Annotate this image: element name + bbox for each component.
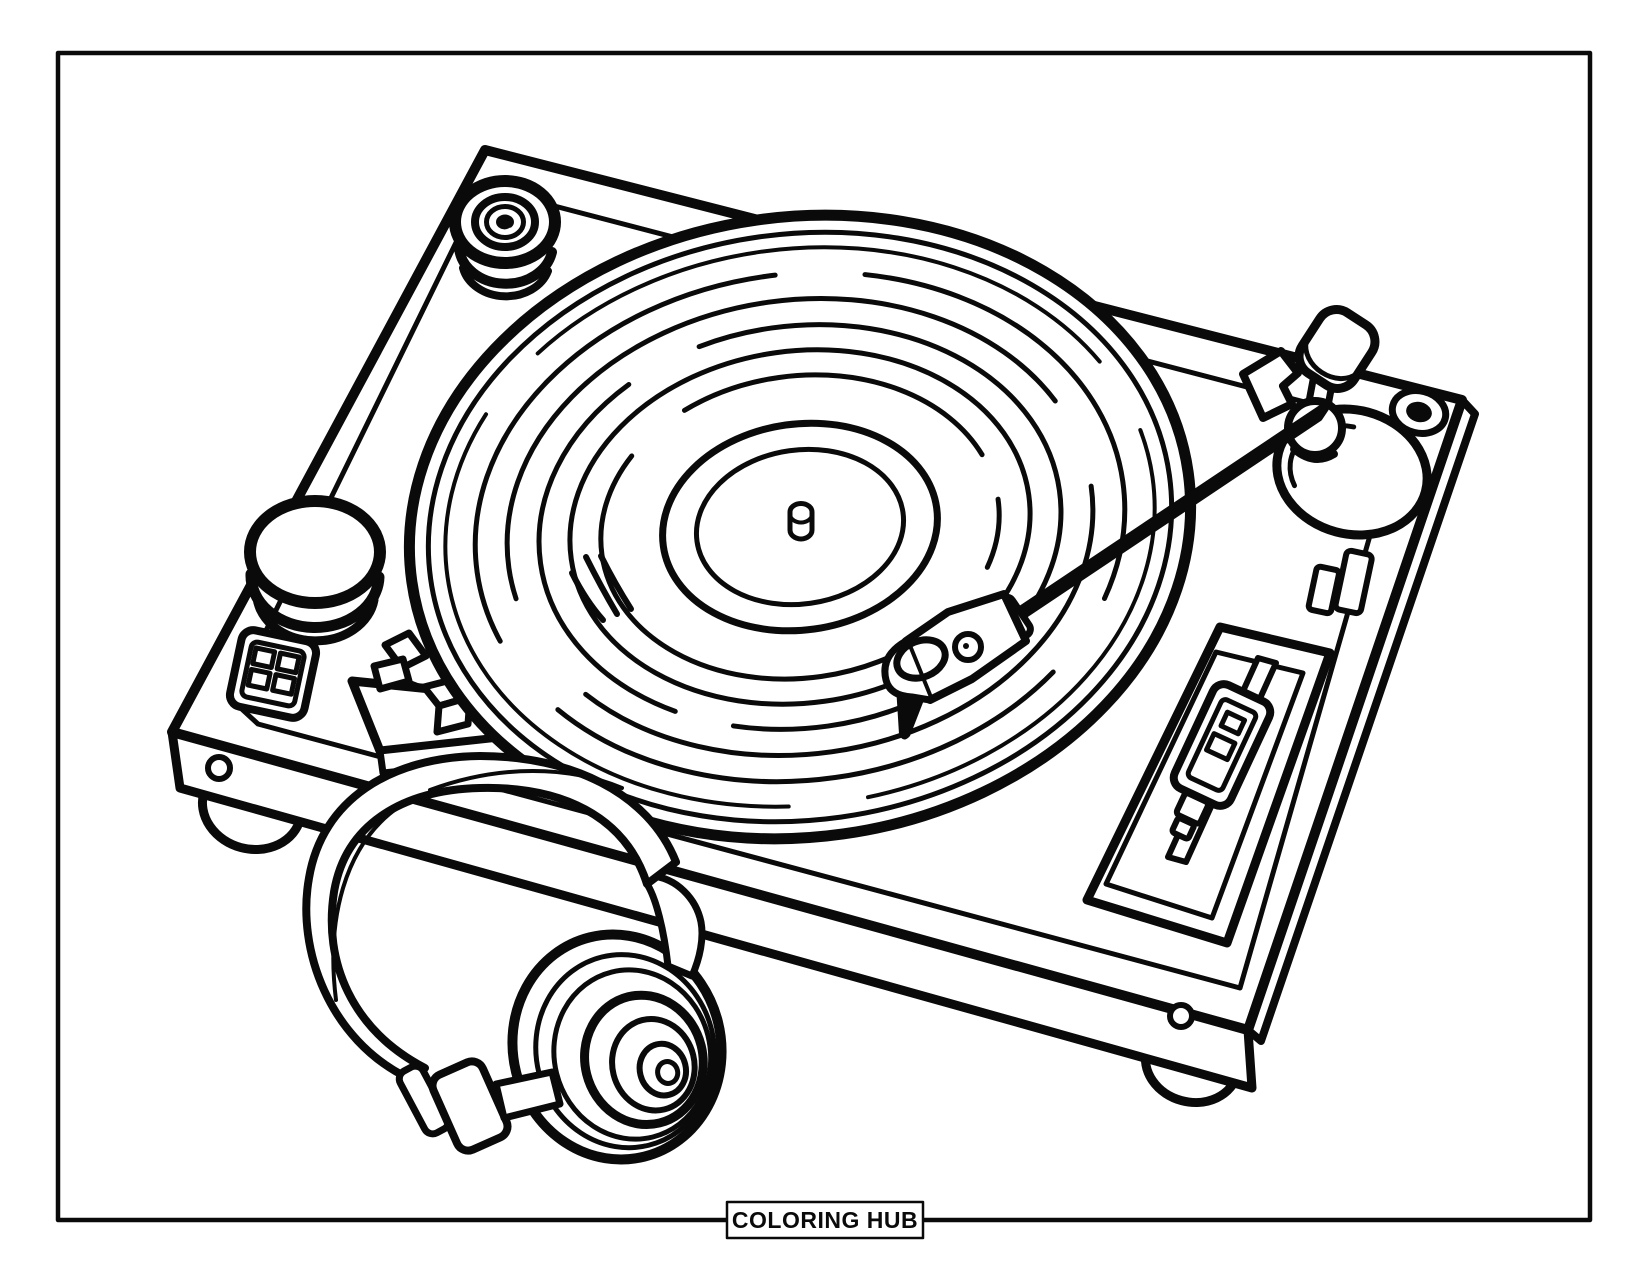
speed-dashes [569, 553, 634, 623]
corner-adapter-knob [449, 175, 561, 301]
badge-box [725, 1200, 925, 1240]
coloring-hub-badge: COLORING HUB [725, 1200, 925, 1240]
screw-top-right [1388, 387, 1450, 437]
band-hinge [428, 1057, 512, 1155]
ear-cup [507, 929, 727, 1165]
armrest-clip [1239, 347, 1302, 422]
front-screw-right [1167, 1002, 1195, 1030]
headphones [302, 752, 727, 1165]
cup-arm [492, 1068, 564, 1122]
vinyl-record [403, 209, 1197, 845]
toggle-switch [1305, 547, 1375, 617]
badge-label: COLORING HUB [732, 1207, 918, 1233]
pitch-fader [1082, 622, 1335, 948]
yoke [643, 872, 706, 980]
front-screw-left [205, 754, 233, 782]
pitch-fader-knob [1169, 680, 1275, 842]
button-pad [225, 626, 321, 722]
spindle [787, 501, 815, 542]
record-label [659, 419, 941, 635]
turntable [167, 145, 1479, 1108]
headshell [881, 590, 1030, 740]
start-stop-knob [244, 495, 386, 646]
tonearm [881, 305, 1432, 740]
counterweight [1294, 305, 1380, 393]
headband [302, 752, 680, 1082]
